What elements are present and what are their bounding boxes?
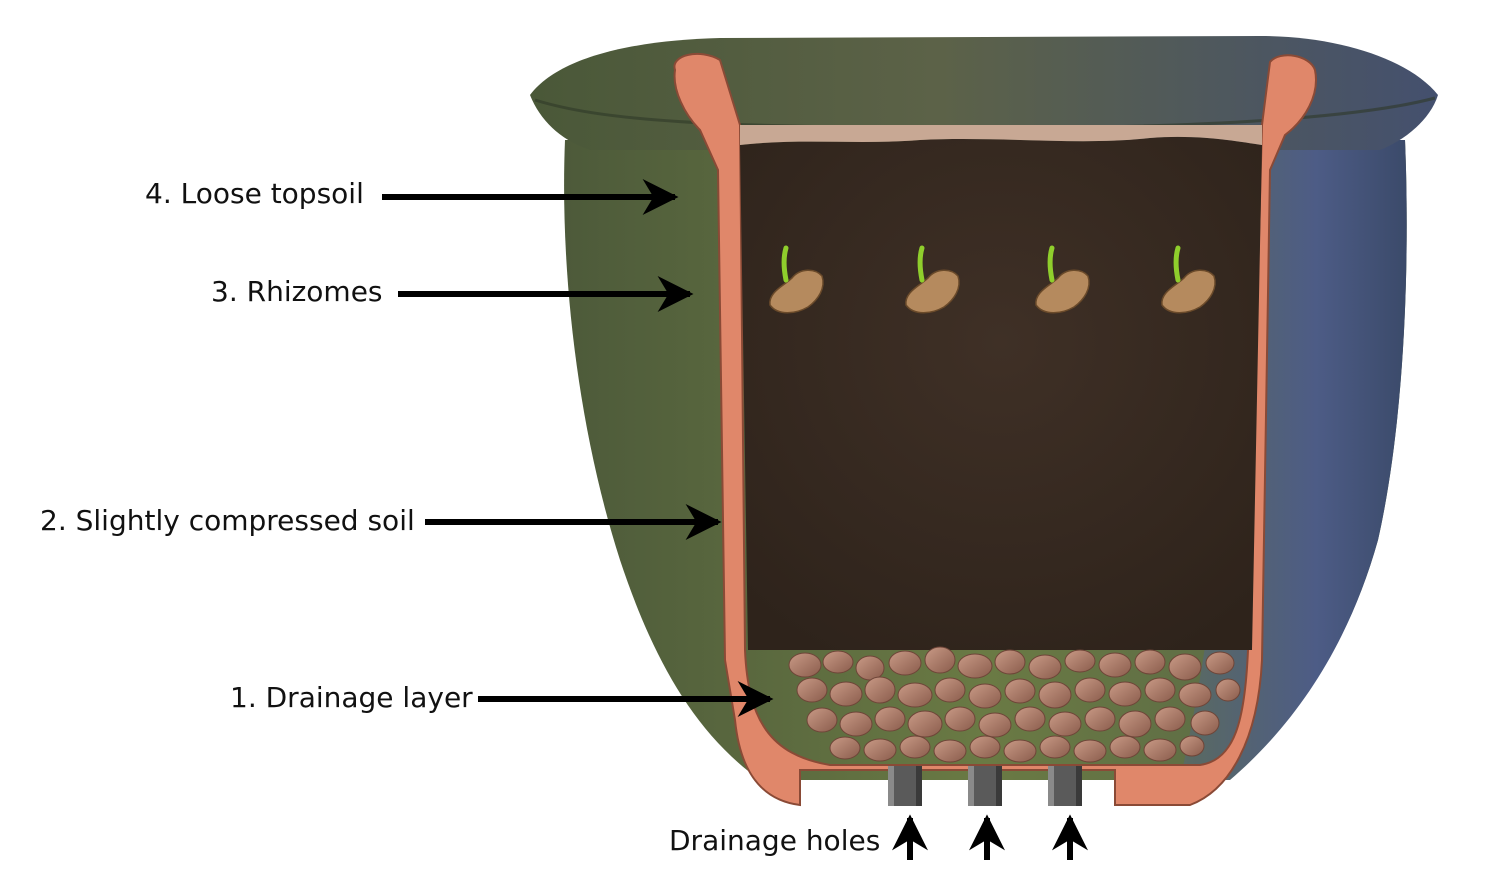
label-compressed-soil: 2. Slightly compressed soil <box>40 504 415 537</box>
soil-fill <box>740 125 1262 650</box>
label-rhizomes: 3. Rhizomes <box>211 275 383 308</box>
drainage-pebbles <box>788 646 1241 763</box>
label-drainage-holes: Drainage holes <box>669 824 881 857</box>
label-arrows <box>382 179 1088 860</box>
rhizome-2 <box>905 245 960 314</box>
pot-cut-wall <box>673 52 1317 807</box>
rhizome-4 <box>1161 245 1216 314</box>
rhizome-3 <box>1035 245 1090 314</box>
label-drainage-layer: 1. Drainage layer <box>230 681 473 714</box>
rhizomes <box>769 245 1216 314</box>
label-loose-topsoil: 4. Loose topsoil <box>145 177 364 210</box>
rhizome-1 <box>769 245 824 314</box>
